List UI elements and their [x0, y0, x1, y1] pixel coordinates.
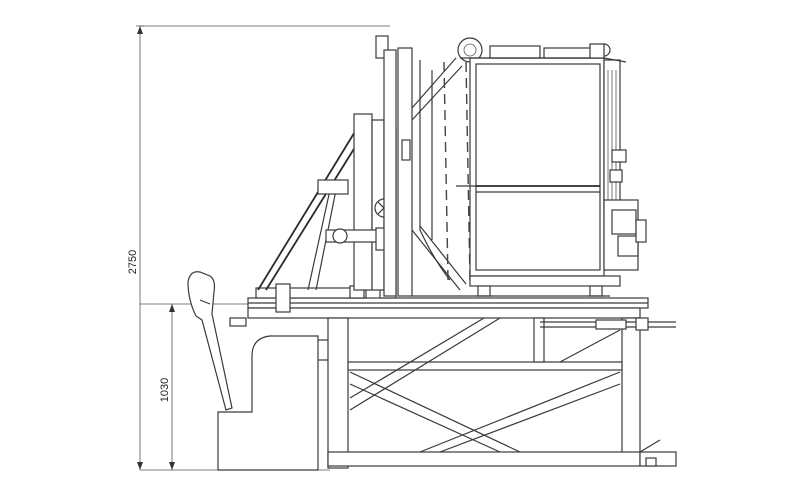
dimension-label-1030: 1030: [159, 378, 171, 402]
panel-base: [412, 275, 621, 297]
foot-pedal-cabinet: [217, 335, 328, 471]
lifting-frame: [257, 113, 397, 291]
glass-panel-frame: [456, 45, 605, 277]
tilting-frame: [411, 37, 483, 291]
upright-post: [375, 35, 413, 297]
base-frame: [247, 297, 677, 469]
dimension-overall-height: 2750: [127, 25, 390, 470]
dimension-label-2750: 2750: [127, 250, 139, 274]
right-side-equipment: [589, 43, 647, 271]
control-handle: [187, 271, 247, 411]
